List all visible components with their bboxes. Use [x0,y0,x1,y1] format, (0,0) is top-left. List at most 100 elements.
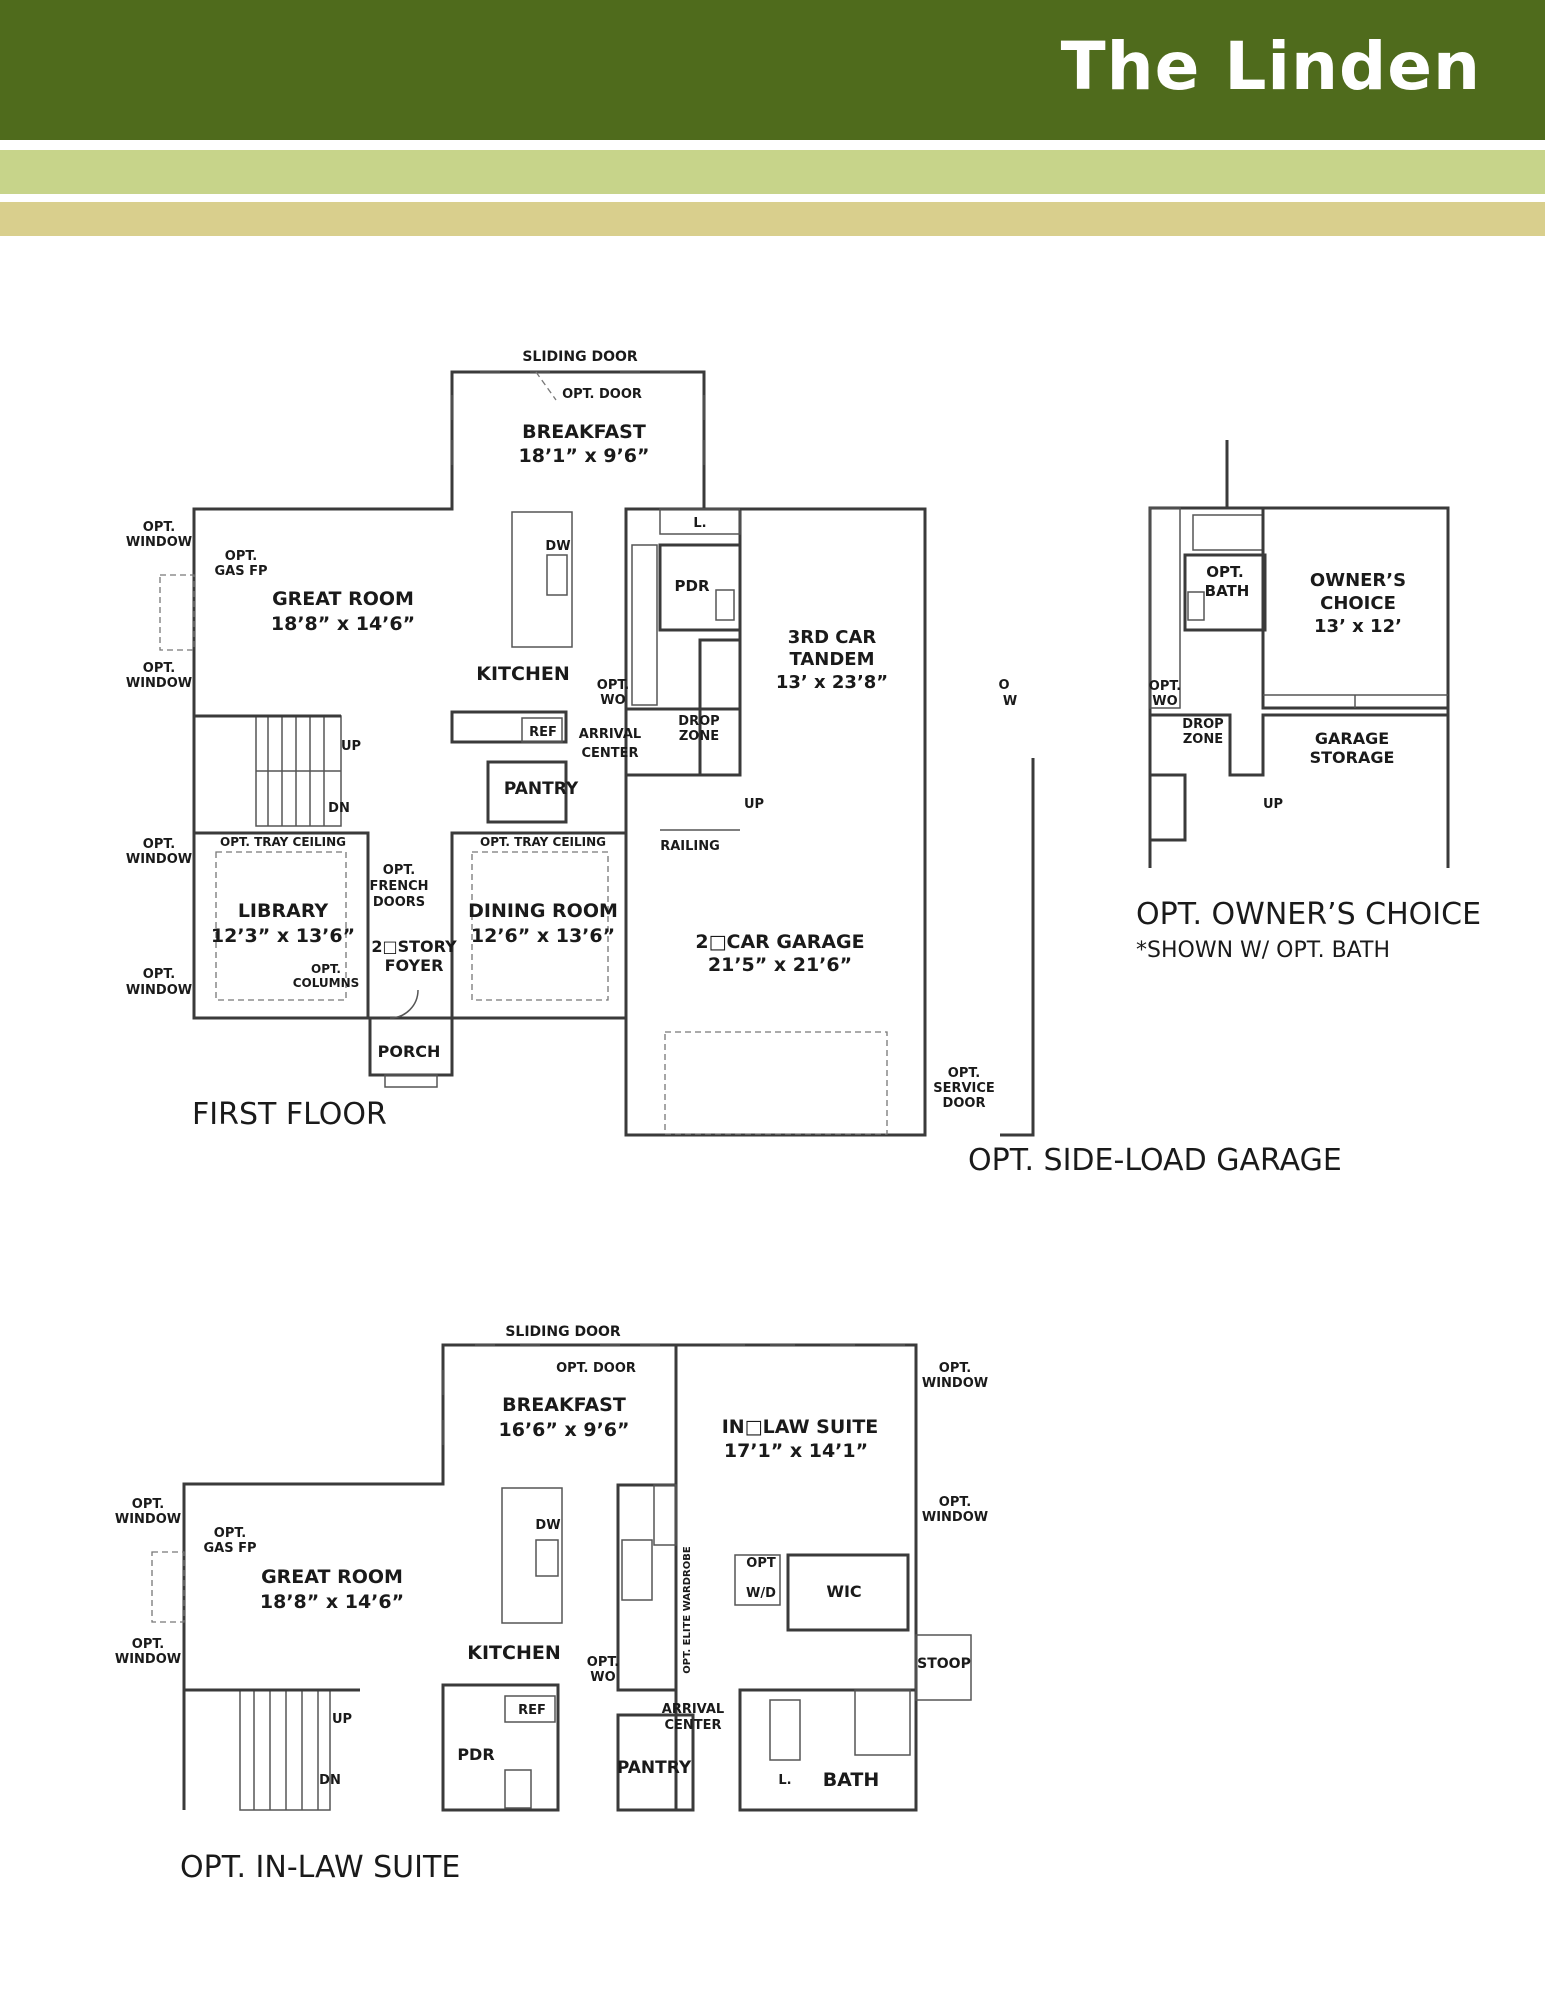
label-oc-opt: OPT. [1206,563,1243,581]
label-il-opt-window-4b: WINDOW [115,1652,181,1667]
in-law-suite-plan [151,1343,972,1812]
label-il-sliding-door: SLIDING DOOR [505,1324,621,1340]
label-breakfast-dim: 18’1” x 9’6” [519,445,650,467]
label-oc-opt-wo-b: WO [1152,694,1177,709]
label-opt-tray-2: OPT. TRAY CEILING [480,835,606,849]
label-opt-french-b: FRENCH [369,879,428,894]
label-il-pdr: PDR [457,1745,494,1764]
label-opt-columns-b: COLUMNS [293,976,360,990]
label-il-breakfast: BREAKFAST [502,1394,626,1416]
label-dw: DW [545,539,570,554]
label-il-great-room: GREAT ROOM [261,1566,403,1588]
label-center: CENTER [581,746,638,761]
label-opt-french-a: OPT. [383,863,415,878]
label-oc-dim: 13’ x 12’ [1314,616,1402,637]
caption-owners-choice: OPT. OWNER’S CHOICE [1136,897,1482,932]
label-breakfast: BREAKFAST [522,421,646,443]
label-il-opt-window-2a: OPT. [939,1495,971,1510]
label-ow-w: W [1003,694,1017,709]
label-pantry: PANTRY [504,779,579,799]
label-library-dim: 12’3” x 13’6” [211,925,355,947]
label-porch: PORCH [378,1042,441,1061]
label-tandem: TANDEM [789,649,874,670]
label-opt-wo-b: WO [600,693,625,708]
label-il-opt-window-3b: WINDOW [115,1512,181,1527]
label-il-arrival: ARRIVAL [662,1702,724,1717]
label-foyer-b: FOYER [385,956,444,975]
label-oc-owners: OWNER’S [1310,570,1406,591]
label-il-opt-wo-b: WO [590,1670,615,1685]
label-l: L. [693,516,706,531]
caption-owners-choice-note: *SHOWN W/ OPT. BATH [1136,938,1390,963]
first-floor-plan [159,370,1035,1137]
label-il-opt-door: OPT. DOOR [556,1361,636,1376]
label-il-opt-window-1a: OPT. [939,1361,971,1376]
label-up-1: UP [341,739,361,754]
label-service-b: SERVICE [933,1081,995,1096]
plan-title: The Linden [1060,28,1481,105]
label-oc-drop: DROP [1182,717,1223,732]
label-pdr: PDR [675,577,710,595]
label-oc-garage: GARAGE [1315,729,1389,748]
label-il-ref: REF [518,1703,546,1718]
label-great-room: GREAT ROOM [272,588,414,610]
label-il-elite-wardrobe: OPT. ELITE WARDROBE [682,1546,693,1674]
label-opt-window-1b: WINDOW [126,535,192,550]
label-il-dn: DN [319,1773,341,1788]
label-railing: RAILING [660,839,720,854]
label-il-opt-window-2b: WINDOW [922,1510,988,1525]
label-opt-window-1a: OPT. [143,520,175,535]
label-opt-french-c: DOORS [373,895,425,910]
label-library: LIBRARY [238,900,329,922]
label-opt-gas-a: OPT. [225,549,257,564]
label-opt-window-3b: WINDOW [126,852,192,867]
label-il-opt: OPT [746,1556,776,1571]
label-il-wic: WIC [826,1582,861,1601]
label-opt-gas-b: GAS FP [214,564,267,579]
label-il-opt-window-4a: OPT. [132,1637,164,1652]
label-oc-up: UP [1263,797,1283,812]
owners-choice-plan [1148,440,1450,868]
label-oc-zone: ZONE [1183,732,1223,747]
label-il-opt-window-3a: OPT. [132,1497,164,1512]
label-service-c: DOOR [943,1096,986,1111]
label-opt-window-3a: OPT. [143,837,175,852]
label-il-pantry: PANTRY [617,1758,692,1778]
accent-band-tan [0,202,1545,236]
label-service-a: OPT. [948,1066,980,1081]
label-oc-bath: BATH [1205,582,1250,600]
caption-in-law-suite: OPT. IN-LAW SUITE [180,1850,461,1885]
label-dining-dim: 12’6” x 13’6” [471,925,615,947]
label-il-bath: BATH [823,1769,880,1791]
label-foyer-a: 2□STORY [371,937,457,956]
label-dn: DN [328,801,350,816]
label-dining: DINING ROOM [468,900,618,922]
label-il-up: UP [332,1712,352,1727]
label-il-opt-gas-a: OPT. [214,1526,246,1541]
label-great-room-dim: 18’8” x 14’6” [271,613,415,635]
label-il-dw: DW [535,1518,560,1533]
label-opt-window-2a: OPT. [143,661,175,676]
label-opt-columns-a: OPT. [311,962,341,976]
label-kitchen: KITCHEN [476,663,569,685]
label-il-opt-wo-a: OPT. [587,1655,619,1670]
label-opt-wo-a: OPT. [597,678,629,693]
label-opt-window-4b: WINDOW [126,983,192,998]
label-drop: DROP [678,714,719,729]
label-up-2: UP [744,797,764,812]
label-il-stoop: STOOP [917,1656,971,1672]
label-il-opt-window-1b: WINDOW [922,1376,988,1391]
label-third-car-dim: 13’ x 23’8” [776,672,888,693]
label-garage: 2□CAR GARAGE [695,931,864,953]
label-il-opt-gas-b: GAS FP [203,1541,256,1556]
label-ow-o: O [998,678,1009,693]
label-oc-opt-wo-a: OPT. [1149,679,1181,694]
label-il-breakfast-dim: 16’6” x 9’6” [499,1419,630,1441]
caption-first-floor: FIRST FLOOR [192,1097,387,1132]
label-opt-window-2b: WINDOW [126,676,192,691]
label-ref: REF [529,725,557,740]
label-il-wd: W/D [746,1586,776,1601]
label-zone: ZONE [679,729,719,744]
label-sliding-door: SLIDING DOOR [522,349,638,365]
label-il-suite: IN□LAW SUITE [722,1416,879,1438]
